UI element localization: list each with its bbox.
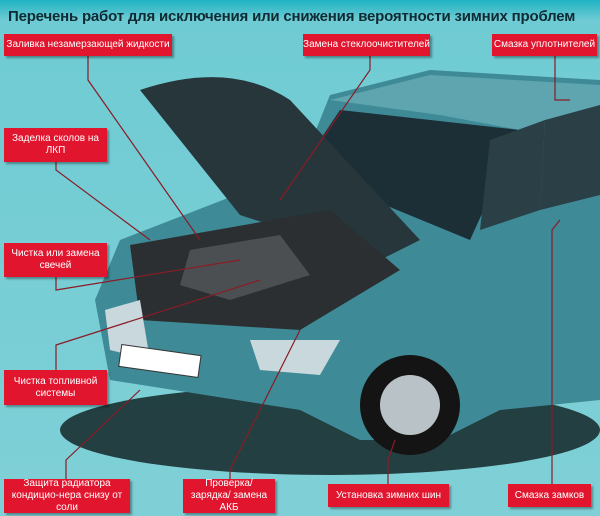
label-fuel: Чистка топливной системы	[4, 370, 107, 405]
leader-lines	[55, 56, 570, 484]
label-seals: Смазка уплотнителей	[492, 34, 597, 56]
windshield	[300, 110, 520, 240]
engine-cover	[180, 235, 310, 300]
label-chips: Заделка сколов на ЛКП	[4, 128, 107, 162]
label-antifreeze: Заливка незамерзающей жидкости	[4, 34, 172, 56]
label-radiator: Защита радиатора кондицио-нера снизу от …	[4, 478, 130, 513]
car-roof	[330, 75, 600, 140]
label-locks: Смазка замков	[508, 484, 591, 507]
label-tires: Установка зимних шин	[328, 484, 449, 507]
page-title: Перечень работ для исключения или снижен…	[8, 8, 576, 25]
side-window	[480, 120, 545, 230]
label-wipers: Замена стеклоочистителей	[303, 34, 430, 56]
rear-window	[540, 105, 600, 210]
right-headlight	[250, 340, 340, 375]
wheel-rim	[380, 375, 440, 435]
label-plugs: Чистка или замена свечей	[4, 243, 107, 277]
label-battery: Проверка/зарядка/ замена АКБ	[183, 478, 275, 513]
open-hood	[140, 77, 420, 260]
left-headlight	[105, 300, 150, 360]
license-plate	[118, 343, 202, 379]
